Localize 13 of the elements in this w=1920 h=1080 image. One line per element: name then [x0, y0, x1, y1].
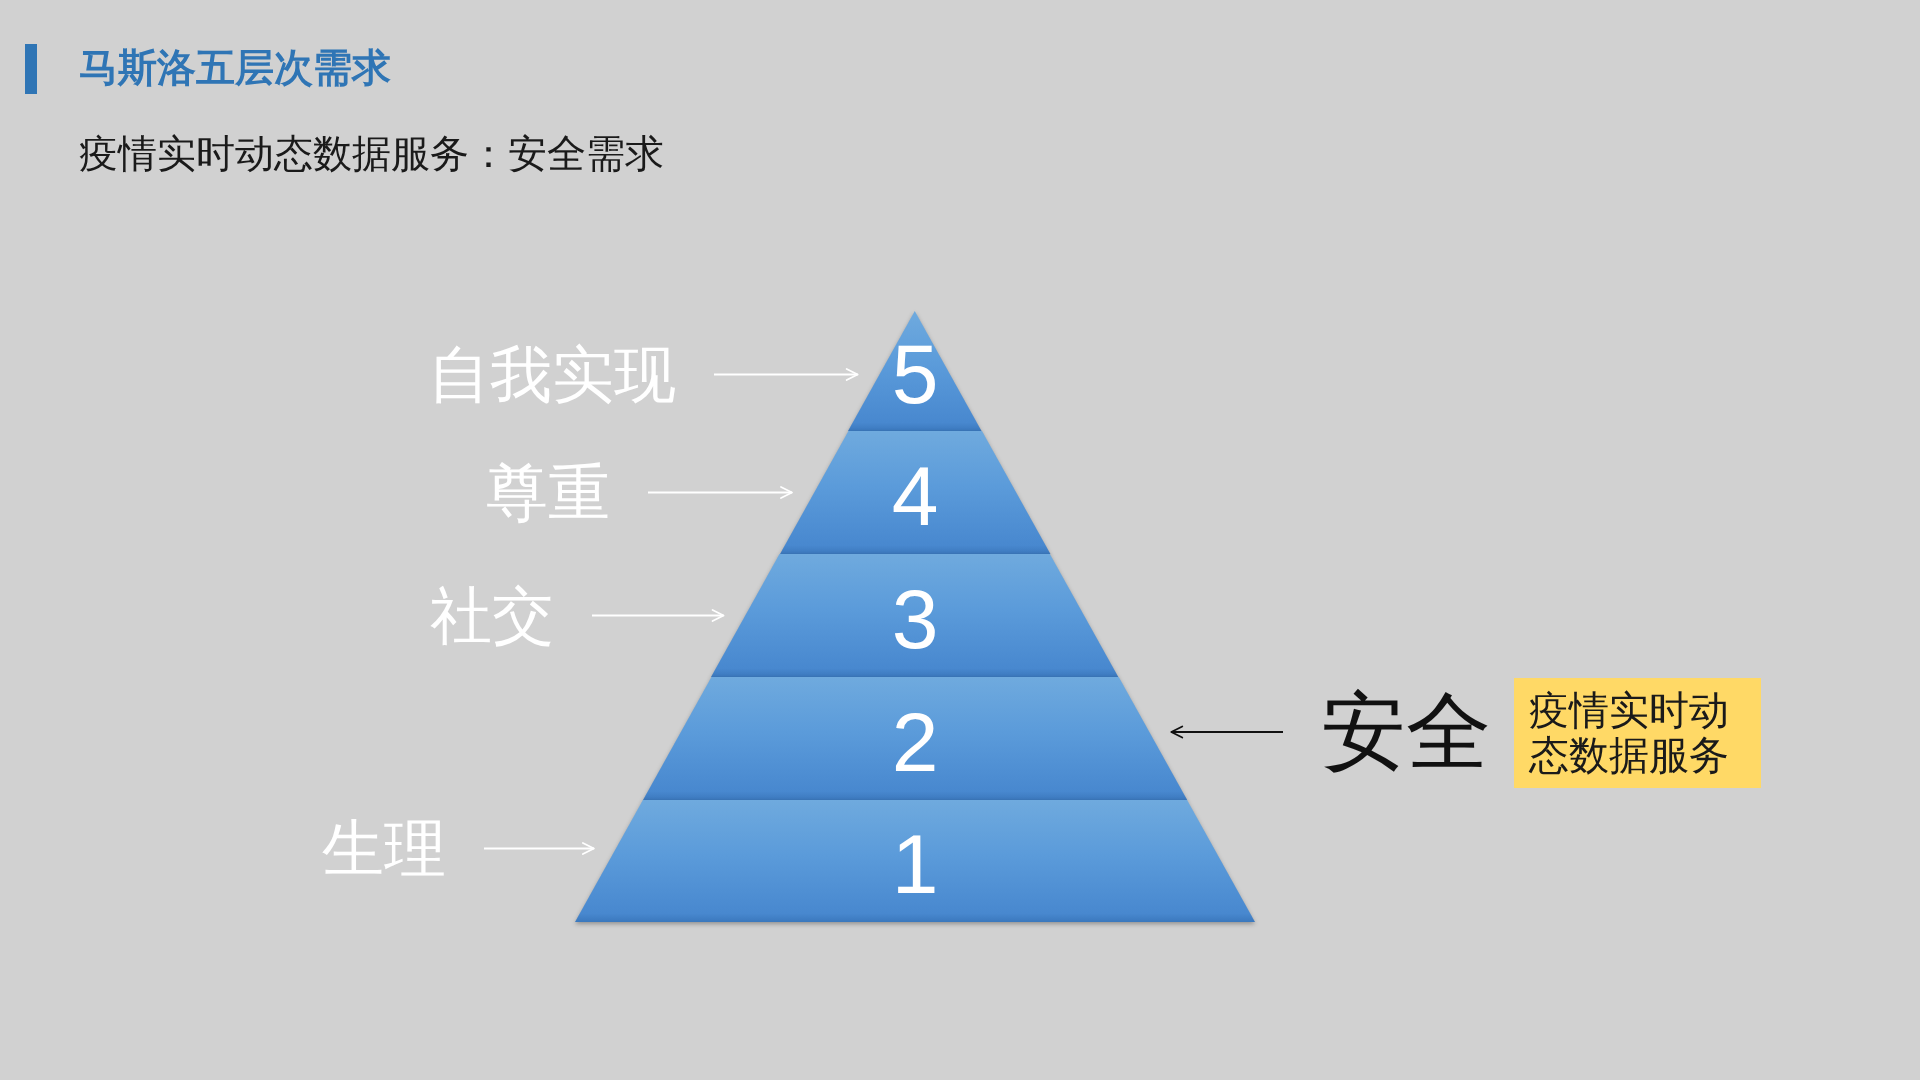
pyramid-level: 2 [642, 677, 1188, 800]
arrow [591, 609, 725, 622]
arrow [483, 842, 595, 855]
note-box: 疫情实时动态数据服务 [1514, 678, 1761, 788]
arrow [713, 368, 859, 381]
pyramid-level: 5 [848, 311, 982, 431]
arrow [1170, 725, 1284, 739]
slide-title: 马斯洛五层次需求 [79, 45, 391, 91]
pyramid-level: 1 [575, 800, 1255, 922]
arrow [647, 486, 793, 499]
subtitle: 疫情实时动态数据服务：安全需求 [79, 131, 664, 177]
level-label: 安全 [1321, 683, 1491, 781]
pyramid-level: 3 [711, 554, 1119, 677]
